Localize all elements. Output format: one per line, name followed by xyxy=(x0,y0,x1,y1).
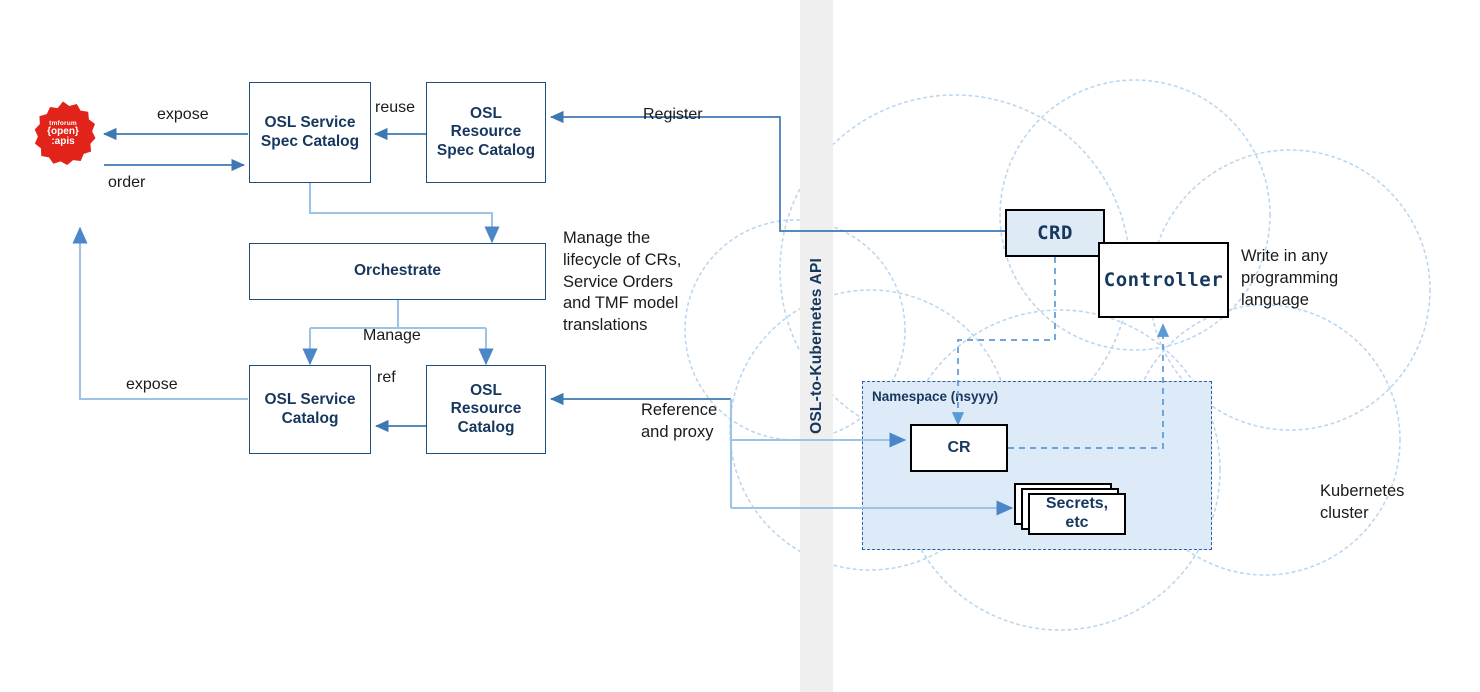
label-register: Register xyxy=(643,106,703,123)
tmforum-open-api-logo: tmforum {open} :apis xyxy=(29,100,97,168)
box-secrets[interactable]: Secrets, etc xyxy=(1028,493,1126,535)
box-orchestrate-label: Orchestrate xyxy=(353,262,441,280)
box-secrets-label: Secrets, etc xyxy=(1045,495,1109,531)
label-order: order xyxy=(108,174,146,191)
note-controller: Write in any programming language xyxy=(1241,247,1339,309)
box-crd[interactable]: CRD xyxy=(1005,209,1105,257)
label-ref: ref xyxy=(377,369,396,386)
box-orchestrate[interactable]: Orchestrate xyxy=(249,243,546,300)
box-osl-resource-catalog-label: OSL Resource Catalog xyxy=(450,382,522,436)
badge-starburst-icon xyxy=(34,101,96,165)
label-reference-and-proxy: Reference and proxy xyxy=(641,401,718,441)
arrow-cr-to-controller xyxy=(1008,323,1170,449)
arrow-register xyxy=(549,110,1005,232)
box-osl-service-catalog-label: OSL Service Catalog xyxy=(264,391,356,427)
note-kubernetes-cluster: Kubernetes cluster xyxy=(1320,482,1405,522)
box-osl-resource-catalog[interactable]: OSL Resource Catalog xyxy=(426,365,546,454)
box-osl-resource-spec-catalog[interactable]: OSL Resource Spec Catalog xyxy=(426,82,546,183)
box-cr[interactable]: CR xyxy=(910,424,1008,472)
box-osl-resource-spec-catalog-label: OSL Resource Spec Catalog xyxy=(436,105,536,159)
box-controller-label: Controller xyxy=(1103,268,1224,291)
osl-to-kubernetes-api-band xyxy=(800,0,833,692)
namespace-label: Namespace (nsyyy) xyxy=(872,389,999,404)
arrow-crd-to-cr xyxy=(951,257,1056,426)
box-osl-service-catalog[interactable]: OSL Service Catalog xyxy=(249,365,371,454)
box-osl-service-spec-catalog-label: OSL Service Spec Catalog xyxy=(260,114,360,150)
box-osl-service-spec-catalog[interactable]: OSL Service Spec Catalog xyxy=(249,82,371,183)
label-expose-top: expose xyxy=(157,106,209,123)
label-reuse: reuse xyxy=(375,99,416,116)
note-orchestrate: Manage the lifecycle of CRs, Service Ord… xyxy=(563,229,682,335)
label-manage: Manage xyxy=(363,327,421,344)
arrow-expose-bottom xyxy=(72,226,248,401)
box-crd-label: CRD xyxy=(1037,221,1073,244)
arrow-spec-to-orchestrate xyxy=(308,183,500,244)
box-cr-label: CR xyxy=(947,438,971,456)
box-controller[interactable]: Controller xyxy=(1098,242,1229,318)
label-expose-bottom: expose xyxy=(126,376,178,393)
